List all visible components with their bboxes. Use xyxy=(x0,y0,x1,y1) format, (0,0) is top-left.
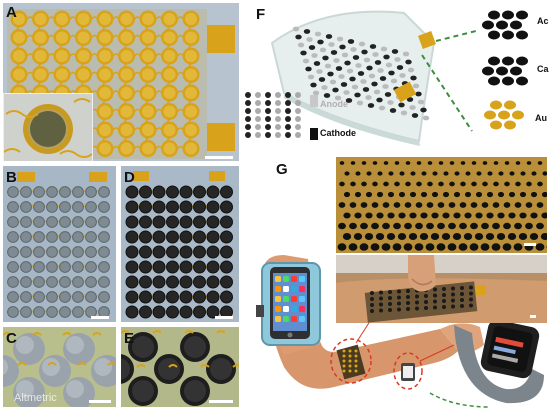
watermark: Altmetric xyxy=(14,392,57,404)
cathode-dots xyxy=(482,56,528,86)
grey-electrode-array xyxy=(7,172,110,318)
panel-f-schematic: Ac Ca Au Anode Cathode xyxy=(244,3,550,153)
label-anode: Anode xyxy=(320,99,348,109)
panel-label-e: E xyxy=(124,330,135,347)
grey-electrode-closeup xyxy=(3,327,116,407)
anode-cathode-legend-array xyxy=(245,92,318,140)
panel-label-d: D xyxy=(124,169,135,186)
scale-bar xyxy=(91,316,109,319)
dark-electrode-array xyxy=(125,171,233,319)
stretchable-array-schematic xyxy=(245,10,528,146)
panel-g-illustration xyxy=(244,155,550,408)
wearable-arm-illustration xyxy=(256,255,544,408)
label-cathode: Cathode xyxy=(320,128,356,138)
panel-label-f: F xyxy=(256,6,266,23)
gold-dots xyxy=(484,100,524,130)
label-ac: Ac xyxy=(537,16,549,26)
label-au: Au xyxy=(535,113,547,123)
dark-electrode-closeup xyxy=(121,327,239,407)
panel-label-b: B xyxy=(6,169,17,186)
scale-bar xyxy=(524,243,536,246)
scale-bar xyxy=(205,156,233,159)
panel-c-photo xyxy=(3,327,116,407)
finger-press-photo xyxy=(336,255,547,323)
panel-b-photo xyxy=(3,166,116,322)
inset-zoom xyxy=(3,93,93,161)
activated-carbon-dots xyxy=(482,10,528,40)
scale-bar xyxy=(89,400,111,403)
scale-bar xyxy=(215,316,233,319)
panel-label-a: A xyxy=(6,4,17,21)
label-ca: Ca xyxy=(537,64,549,74)
scale-bar xyxy=(209,400,233,403)
perforated-electrode-photo xyxy=(336,157,547,253)
panel-label-g: G xyxy=(276,161,288,178)
panel-e-photo xyxy=(121,327,239,407)
scale-bar xyxy=(530,315,536,318)
panel-a-photo xyxy=(3,3,239,161)
panel-label-c: C xyxy=(6,330,17,347)
panel-d-photo xyxy=(121,166,239,322)
